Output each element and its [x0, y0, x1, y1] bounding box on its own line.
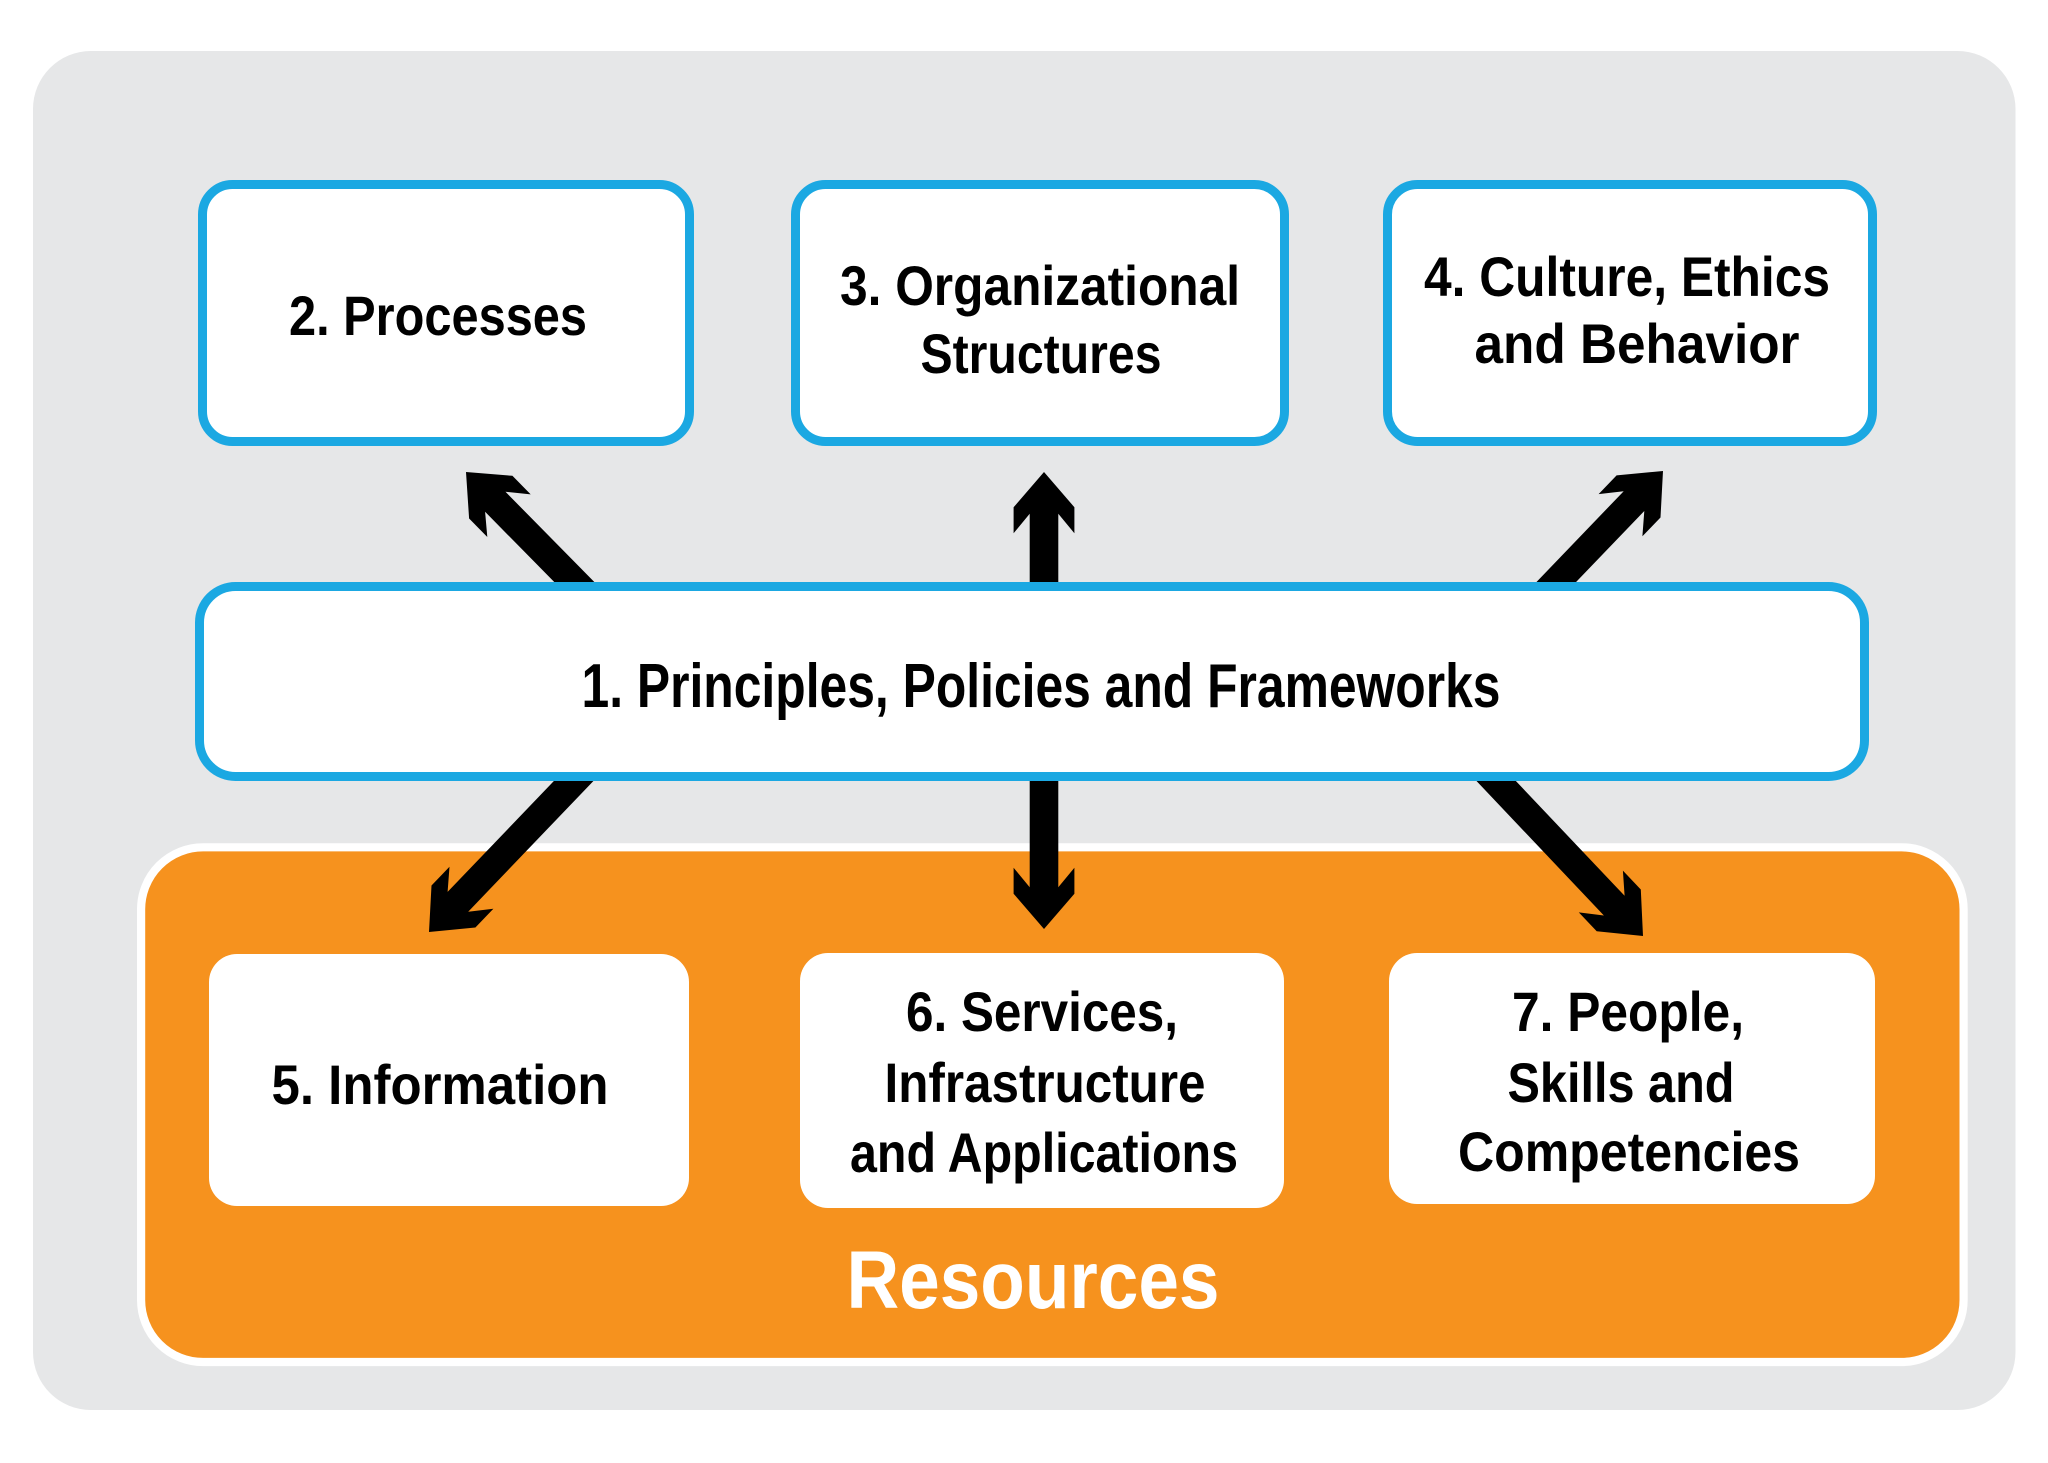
svg-text:6. Services,: 6. Services,: [906, 980, 1178, 1043]
svg-text:4. Culture, Ethics: 4. Culture, Ethics: [1424, 245, 1830, 308]
svg-text:Structures: Structures: [921, 322, 1162, 385]
svg-text:7. People,: 7. People,: [1512, 980, 1744, 1043]
svg-text:3. Organizational: 3. Organizational: [840, 254, 1240, 317]
svg-text:2. Processes: 2. Processes: [289, 284, 587, 347]
svg-text:Resources: Resources: [847, 1235, 1220, 1326]
svg-text:1. Principles, Policies and Fr: 1. Principles, Policies and Frameworks: [582, 652, 1501, 721]
svg-text:and Applications: and Applications: [850, 1121, 1238, 1184]
svg-text:5. Information: 5. Information: [272, 1053, 609, 1116]
svg-text:Infrastructure: Infrastructure: [885, 1051, 1206, 1114]
svg-text:Skills and: Skills and: [1508, 1051, 1735, 1114]
svg-text:and Behavior: and Behavior: [1475, 312, 1800, 375]
svg-text:Competencies: Competencies: [1458, 1120, 1800, 1183]
